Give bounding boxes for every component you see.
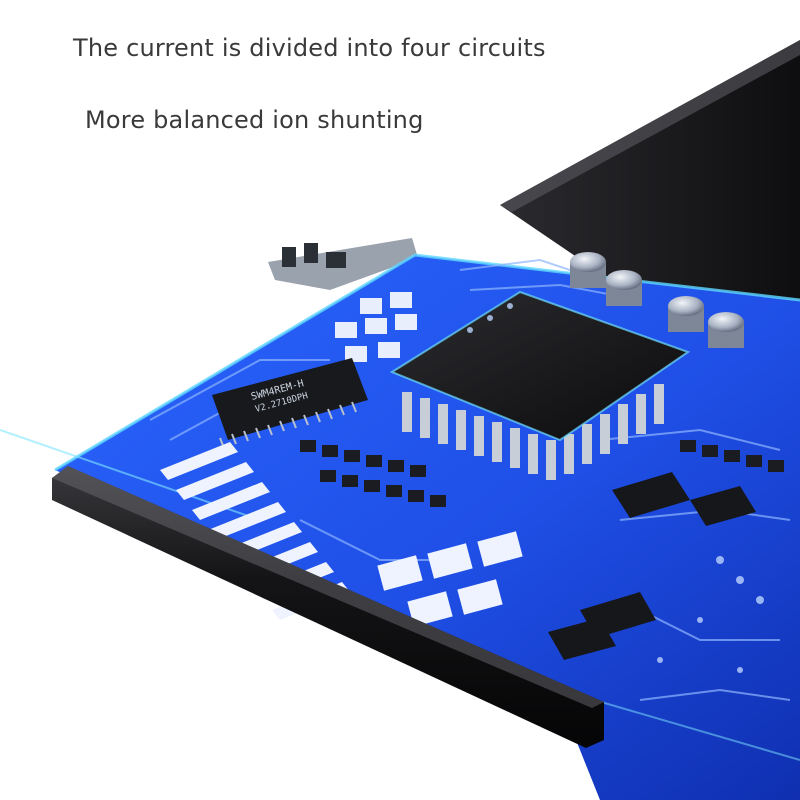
via-dots	[467, 303, 764, 673]
small-ic	[548, 472, 756, 660]
battery-casing-rim	[500, 40, 800, 212]
capacitor	[606, 270, 642, 306]
caption-ion-shunting: More balanced ion shunting	[85, 106, 424, 134]
board-edge-rail	[52, 466, 604, 748]
board-glow-edge	[54, 253, 800, 472]
resistor-array	[300, 440, 784, 507]
battery-casing	[500, 40, 800, 360]
capacitor	[668, 296, 704, 332]
capacitor	[708, 312, 744, 348]
connector-tab	[268, 238, 418, 290]
capacitor	[570, 252, 606, 288]
processor-chip	[389, 290, 691, 480]
capacitor-group	[570, 252, 744, 348]
caption-current-divided: The current is divided into four circuit…	[73, 34, 546, 62]
smd-pads	[335, 292, 417, 362]
